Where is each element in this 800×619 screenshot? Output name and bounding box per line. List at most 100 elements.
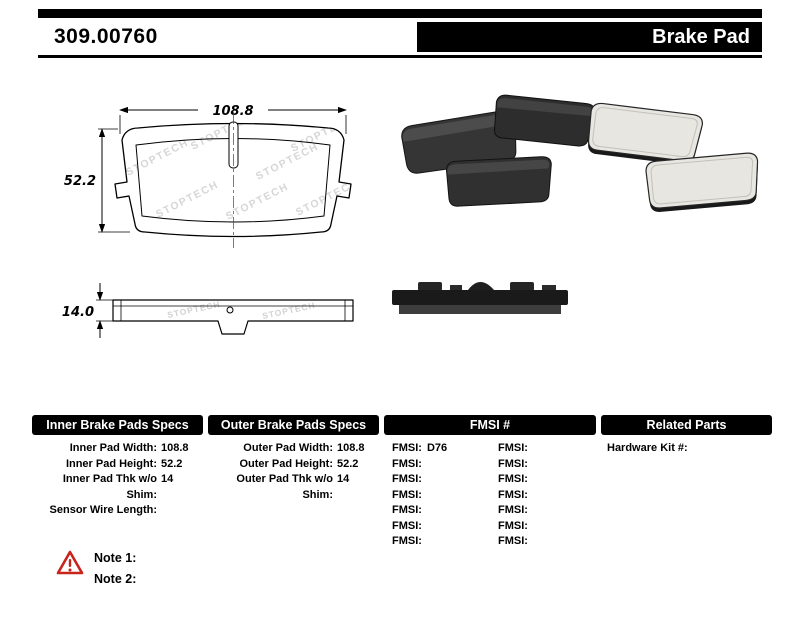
fmsi-cell: FMSI: [490,472,596,488]
top-rule [38,9,762,18]
fmsi-cell: FMSI: [490,534,596,550]
fmsi-header: FMSI # [384,415,596,435]
fmsi-label: FMSI: [498,519,528,532]
note-2-label: Note 2: [94,572,137,586]
spec-row-outer-width: Outer Pad Width: 108.8 [208,441,379,457]
watermark-text: STOPTECH [224,181,291,223]
fmsi-row: FMSI: FMSI: [384,472,596,488]
related-value [688,441,693,457]
watermark-text: STOPTECH [154,179,221,221]
inner-specs-column: Inner Brake Pads Specs Inner Pad Width: … [32,415,203,550]
outer-specs-header: Outer Brake Pads Specs [208,415,379,435]
thickness-dimension: 14.0 [62,283,114,338]
fmsi-label: FMSI: [392,535,422,547]
fmsi-cell: FMSI: [490,503,596,519]
fmsi-value [422,488,427,504]
fmsi-value [528,457,533,473]
fmsi-label: FMSI: [498,473,528,485]
related-parts-column: Related Parts Hardware Kit #: [601,415,772,550]
height-dim-label: 52.2 [64,174,96,189]
pad-side-view: STOPTECH STOPTECH [112,299,354,335]
outer-specs-column: Outer Brake Pads Specs Outer Pad Width: … [208,415,379,550]
width-dimension: 108.8 [119,104,347,134]
fmsi-label: FMSI: [498,488,528,501]
fmsi-label: FMSI: [498,504,528,516]
fmsi-value: D76 [426,442,448,454]
note-1-label: Note 1: [94,551,137,565]
spec-label: Inner Pad Width: [69,442,157,454]
light-face-pad-photo [645,152,759,212]
spec-label: Sensor Wire Length: [49,504,157,516]
fmsi-label: FMSI: [392,473,422,485]
fmsi-cell: FMSI: [384,534,490,550]
width-dim-label: 108.8 [212,104,253,119]
fmsi-label: FMSI: [392,519,422,532]
warning-triangle-icon [56,550,84,575]
fmsi-value [528,488,533,504]
fmsi-cell: FMSI: [490,457,596,473]
side-outline [112,299,354,335]
fmsi-label: FMSI: [392,442,422,454]
fmsi-value [422,457,427,473]
fmsi-value [528,472,533,488]
fmsi-label: FMSI: [392,457,422,470]
thickness-dim-label: 14.0 [62,305,94,320]
fmsi-cell: FMSI: [384,457,490,473]
fmsi-cell: FMSI: [384,472,490,488]
fmsi-value [528,503,533,519]
related-label: Hardware Kit #: [607,442,688,454]
fmsi-value [422,534,427,550]
spec-value: 14 [161,473,174,485]
spec-label: Outer Pad Height: [239,457,333,470]
spec-label: Outer Pad Width: [243,442,333,454]
inner-specs-header: Inner Brake Pads Specs [32,415,203,435]
spec-value: 52.2 [337,457,359,470]
fmsi-row: FMSI: FMSI: [384,457,596,473]
spec-value: 108.8 [161,442,189,454]
watermark-text: STOPTECH [294,177,361,219]
pad-front-view: STOPTECH STOPTECH STOPTECH STOPTECH STOP… [114,112,361,248]
dark-pad-photo [445,156,552,207]
friction-material-outline [135,138,331,223]
rivet-hole [226,306,234,314]
side-watermark-group: STOPTECH STOPTECH [166,300,316,321]
fmsi-label: FMSI: [392,488,422,501]
related-parts-header: Related Parts [601,415,772,435]
fmsi-value [528,441,533,457]
spec-row-outer-height: Outer Pad Height: 52.2 [208,457,379,473]
related-row-hardware-kit: Hardware Kit #: [601,441,772,457]
part-number: 309.00760 [54,25,158,48]
spec-value: 52.2 [161,457,183,470]
spec-label: Outer Pad Thk w/o Shim: [236,473,333,501]
dark-pad-photo [401,109,517,174]
header: 309.00760 Brake Pad [38,22,762,52]
pad-profile-photo [392,282,568,314]
fmsi-row: FMSI: FMSI: [384,488,596,504]
fmsi-value [422,472,427,488]
dark-pad-photo [494,94,596,147]
fmsi-cell: FMSI: [384,519,490,535]
fmsi-value [528,534,533,550]
watermark-text: STOPTECH [261,300,316,321]
fmsi-label: FMSI: [498,442,528,454]
brake-pad-technical-drawing: 108.8 52.2 STOPTECH STOPTECH STOPTECH ST… [62,104,361,338]
spec-table: Inner Brake Pads Specs Inner Pad Width: … [32,415,772,550]
spec-row-inner-height: Inner Pad Height: 52.2 [32,457,203,473]
spec-value: 14 [337,473,350,485]
fmsi-label: FMSI: [392,504,422,516]
watermark-text: STOPTECH [254,141,321,183]
fmsi-row: FMSI: FMSI: [384,503,596,519]
spec-row-outer-thk: Outer Pad Thk w/o Shim: 14 [208,472,379,503]
fmsi-label: FMSI: [498,457,528,470]
fmsi-value [422,503,427,519]
fmsi-cell: FMSI: [490,519,596,535]
page-title: Brake Pad [417,22,762,52]
spec-row-sensor-wire: Sensor Wire Length: [32,503,203,519]
product-photos [392,94,759,314]
spec-row-inner-width: Inner Pad Width: 108.8 [32,441,203,457]
spec-label: Inner Pad Height: [65,457,157,470]
light-face-pad-photo [587,102,703,165]
pad-set-photo [401,94,759,212]
fmsi-column: FMSI # FMSI: D76 FMSI: FMSI: FMSI: FMSI: … [384,415,596,550]
